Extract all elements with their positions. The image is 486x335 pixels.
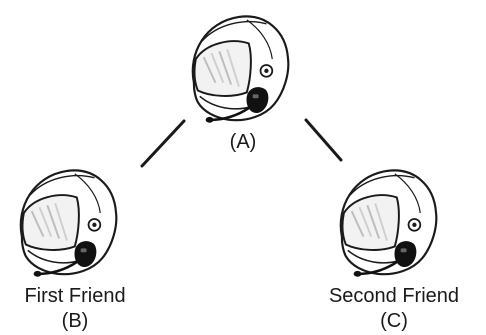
node-c-name: Second Friend — [328, 285, 460, 307]
node-a-label: (A) — [229, 131, 257, 153]
node-b-label: (B) — [61, 310, 89, 332]
helmet-with-headset-icon — [191, 15, 290, 125]
helmet-with-headset-icon — [339, 169, 438, 279]
connection-line-a-c — [304, 118, 343, 162]
node-b-name: First Friend — [24, 285, 126, 307]
helmet-with-headset-icon — [19, 169, 118, 279]
connection-line-a-b — [140, 119, 186, 168]
node-c-label: (C) — [380, 310, 408, 332]
